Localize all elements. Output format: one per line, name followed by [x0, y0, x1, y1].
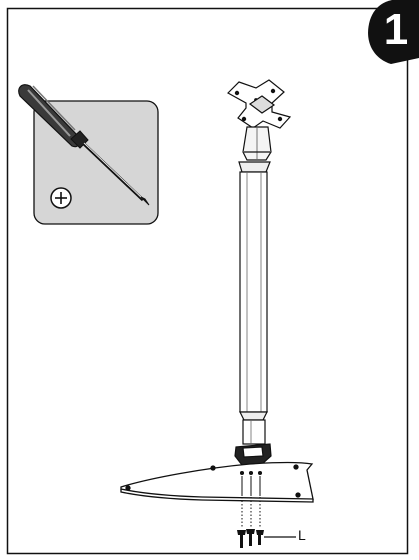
tool-panel — [18, 84, 159, 225]
stand-pole — [227, 79, 292, 466]
step-badge — [368, 0, 419, 64]
part-label-l: L — [298, 527, 306, 543]
screw-guide-ticks — [241, 476, 261, 496]
step-number: 1 — [383, 5, 409, 54]
screw-l-icon — [237, 529, 264, 548]
phillips-head-icon — [50, 187, 72, 209]
screw-guide-lines — [241, 476, 261, 528]
base-plate — [120, 461, 314, 503]
screwdriver-icon — [18, 84, 150, 206]
page-border — [6, 7, 409, 555]
